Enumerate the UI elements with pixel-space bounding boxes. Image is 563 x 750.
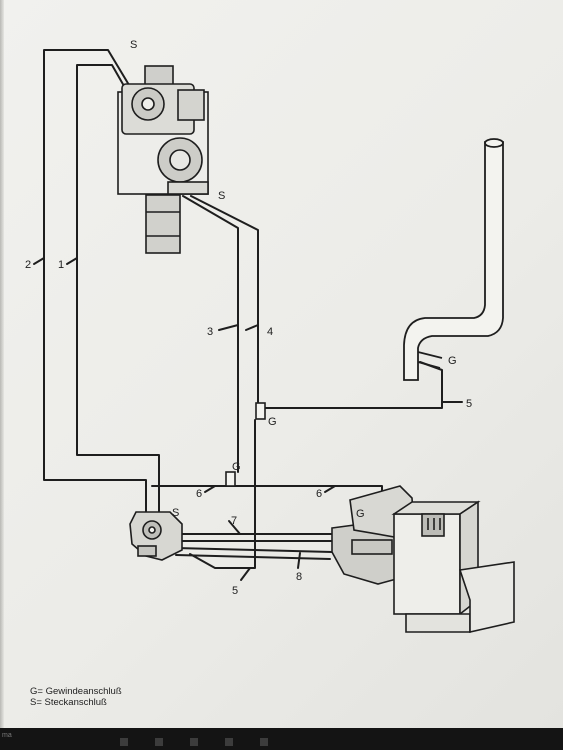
taskbar-app-icon[interactable] bbox=[260, 738, 268, 746]
leader-1 bbox=[66, 257, 78, 265]
taskbar-app-icon[interactable] bbox=[155, 738, 163, 746]
label-g-tee-upper: G bbox=[268, 416, 277, 428]
hose-6 bbox=[151, 485, 383, 506]
label-line-1: 1 bbox=[58, 259, 64, 271]
leader-6r bbox=[324, 485, 336, 493]
lower-valve bbox=[129, 511, 183, 561]
label-g-filler: G bbox=[448, 355, 457, 367]
leader-8 bbox=[297, 552, 301, 569]
g-fitting-lower bbox=[225, 471, 236, 487]
hose-3 bbox=[182, 195, 239, 473]
label-line-2: 2 bbox=[25, 259, 31, 271]
hose-5-lower bbox=[189, 419, 256, 569]
leader-6l bbox=[204, 485, 216, 493]
leader-7 bbox=[228, 520, 241, 535]
label-g-pump: G bbox=[356, 508, 365, 520]
hose-routing-diagram: 2 1 3 4 5 5 6 6 7 8 S S S G G G G bbox=[25, 39, 515, 634]
leader-4 bbox=[245, 324, 259, 331]
hose-4 bbox=[190, 195, 259, 406]
label-line-6-right: 6 bbox=[316, 488, 322, 500]
label-g-tee-lower: G bbox=[232, 461, 241, 473]
label-line-3: 3 bbox=[207, 326, 213, 338]
legend: G= Gewindeanschluß S= Steckanschluß bbox=[30, 686, 122, 708]
label-line-4: 4 bbox=[267, 326, 273, 338]
taskbar-edge-text: ma bbox=[2, 732, 12, 739]
leader-3 bbox=[218, 324, 239, 331]
label-line-5-right: 5 bbox=[466, 398, 472, 410]
label-line-6-left: 6 bbox=[196, 488, 202, 500]
taskbar-app-icon[interactable] bbox=[225, 738, 233, 746]
pump-assembly bbox=[331, 485, 515, 634]
label-s-valve: S bbox=[172, 507, 179, 519]
hose-2 bbox=[43, 49, 147, 516]
monitor-screen: 2 1 3 4 5 5 6 6 7 8 S S S G G G G G= Gew… bbox=[0, 0, 563, 728]
label-line-5-bottom: 5 bbox=[232, 585, 238, 597]
legend-entry-plug: S= Steckanschluß bbox=[30, 697, 107, 708]
upper-control-unit bbox=[117, 65, 209, 254]
legend-entry-threaded: G= Gewindeanschluß bbox=[30, 686, 122, 697]
g-fitting-upper bbox=[255, 402, 266, 420]
taskbar-app-icon[interactable] bbox=[190, 738, 198, 746]
label-s-top: S bbox=[130, 39, 137, 51]
label-s-mid: S bbox=[218, 190, 225, 202]
taskbar: ma bbox=[0, 728, 563, 750]
leader-2 bbox=[33, 257, 45, 265]
screen-edge bbox=[0, 0, 4, 728]
hose-1 bbox=[76, 64, 160, 516]
label-line-8: 8 bbox=[296, 571, 302, 583]
label-line-7: 7 bbox=[231, 515, 237, 527]
leader-5b bbox=[240, 567, 251, 581]
hose-8 bbox=[175, 547, 333, 553]
hose-8b bbox=[175, 554, 331, 560]
taskbar-app-icon[interactable] bbox=[120, 738, 128, 746]
filler-neck bbox=[403, 138, 504, 381]
